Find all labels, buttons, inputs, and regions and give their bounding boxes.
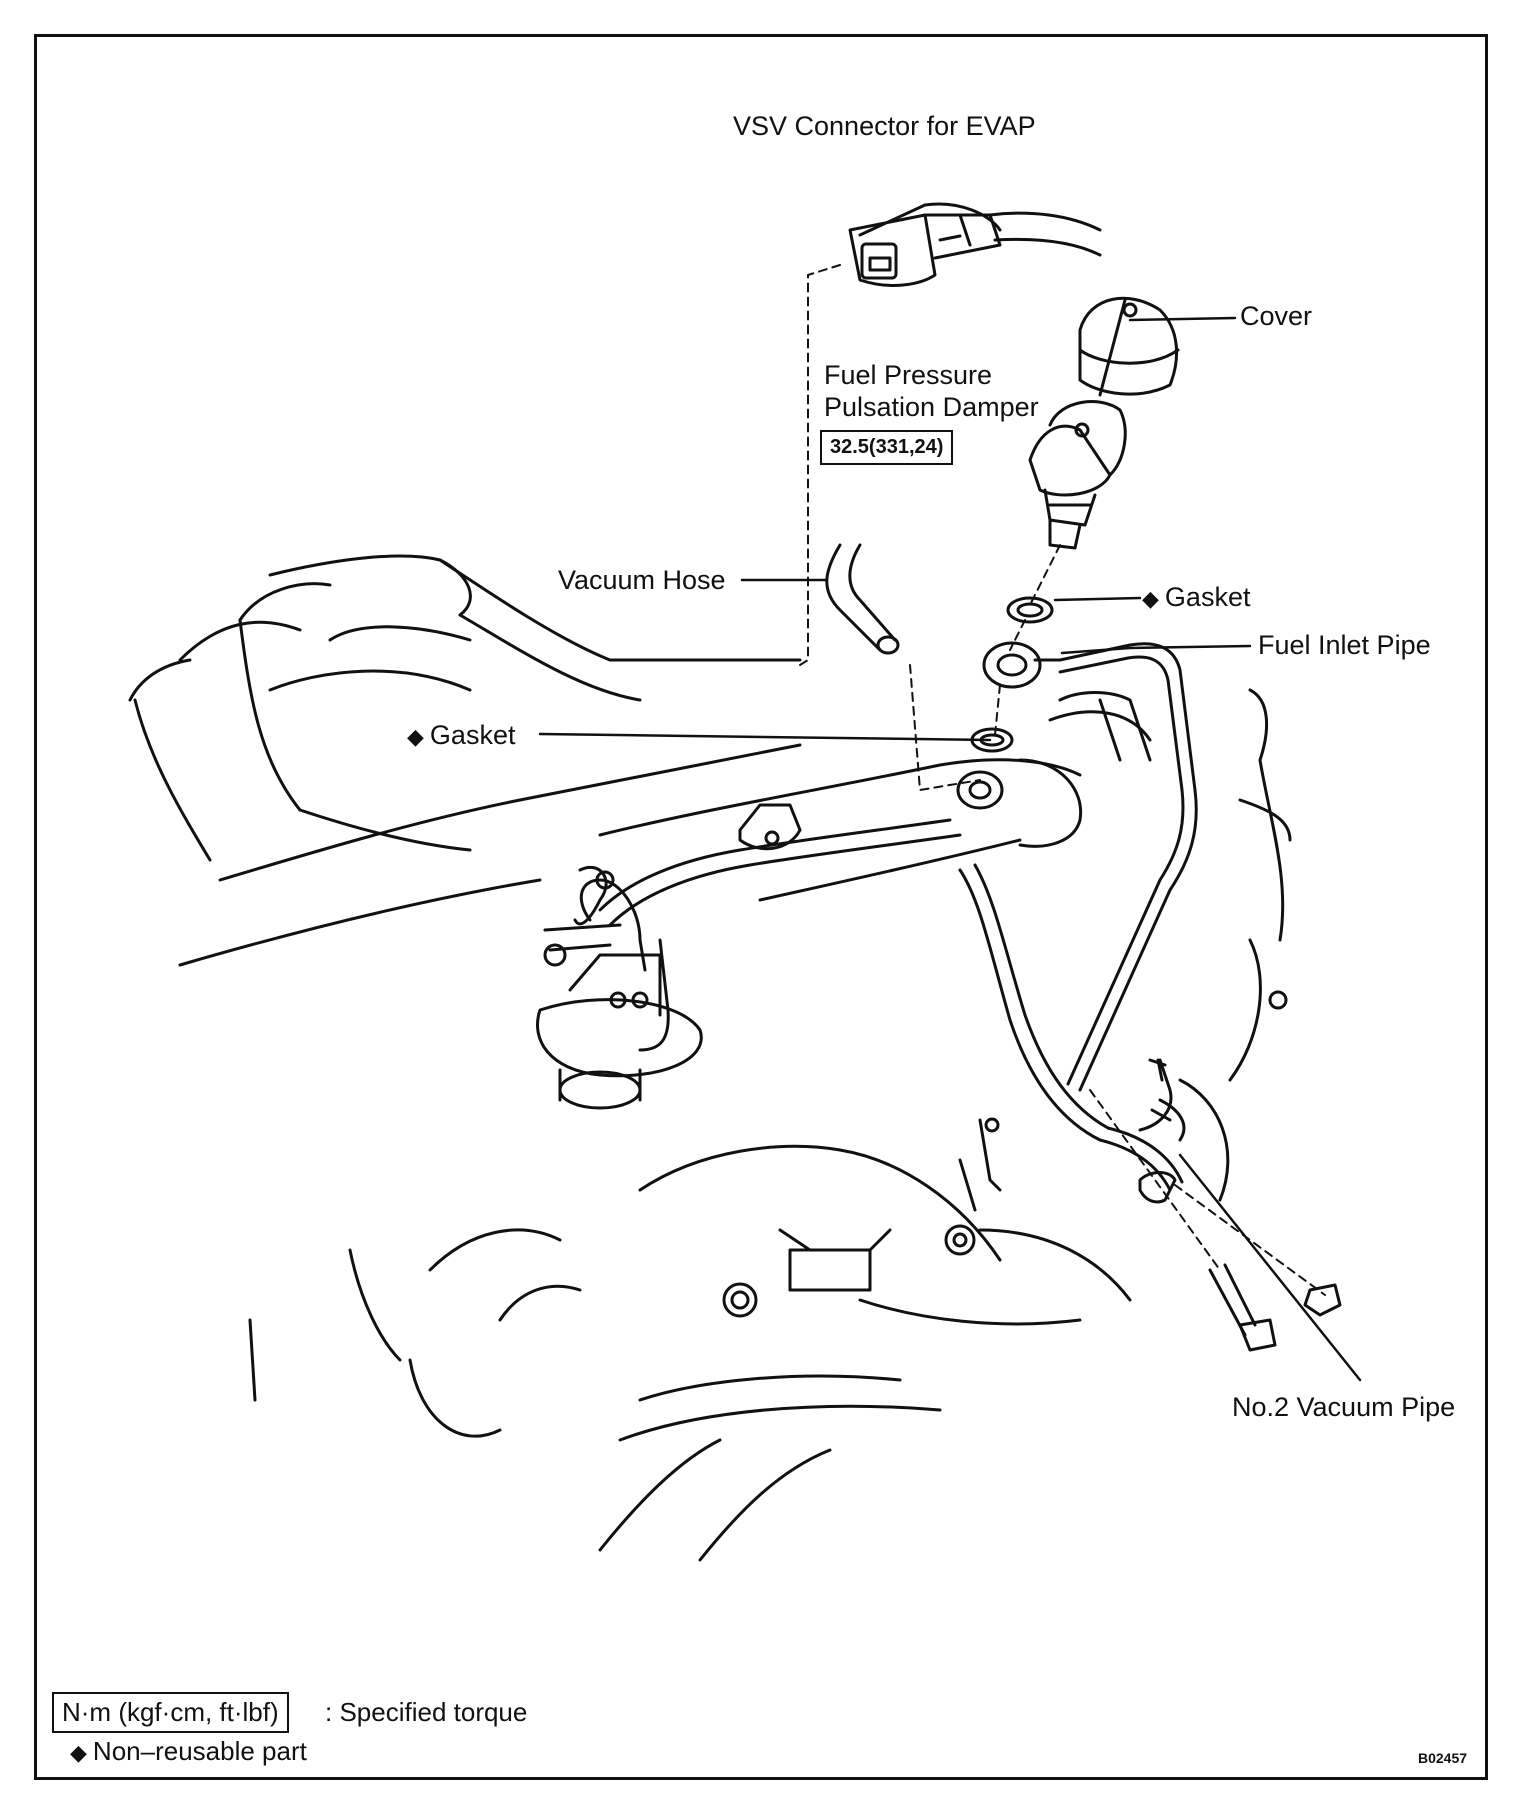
cover-art (1078, 296, 1180, 397)
vacuum-hose-label: Vacuum Hose (558, 565, 726, 595)
figure-frame (34, 34, 1488, 1780)
vsv-connector-label: VSV Connector for EVAP (733, 111, 1036, 141)
right-engine-edge (1178, 688, 1292, 1202)
gaskets-art (970, 596, 1062, 753)
vsv-connector-art (848, 202, 1102, 287)
fuel-inlet-pipe-line (1058, 642, 1198, 1092)
legend-torque-unit: N·m (kgf·cm, ft·lbf) (52, 1692, 289, 1733)
no2-vacuum-pipe-label: No.2 Vacuum Pipe (1232, 1392, 1456, 1422)
diamond-icon: ◆ (407, 724, 424, 749)
vacuum-hose-art (825, 543, 900, 655)
damper-torque-spec: 32.5(331,24) (820, 430, 954, 465)
fuel-delivery-pipe (598, 691, 1152, 902)
legend-nonreusable-text: Non–reusable part (92, 1736, 307, 1766)
gasket-upper-label: ◆Gasket (1142, 584, 1250, 611)
lower-engine-block (248, 1117, 1132, 1562)
damper-art (1028, 400, 1127, 550)
figure-code: B02457 (1418, 1750, 1468, 1766)
intake-manifold (128, 554, 802, 967)
legend-nonreusable: ◆Non–reusable part (70, 1738, 307, 1764)
diamond-icon: ◆ (70, 1740, 87, 1765)
gasket-lower-label: ◆Gasket (407, 722, 515, 749)
bolts-art (1138, 1171, 1342, 1352)
damper-label-line1: Fuel Pressure (824, 360, 993, 390)
vsv-actuator (536, 865, 703, 1110)
diamond-icon: ◆ (1142, 586, 1159, 611)
leader-lines (538, 316, 1362, 1382)
dashed-guide-lines (799, 264, 1326, 1296)
legend-torque-desc: : Specified torque (325, 1697, 528, 1727)
no2-vacuum-pipe-line (958, 863, 1186, 1192)
cover-label: Cover (1240, 301, 1313, 331)
fuel-inlet-pipe-label: Fuel Inlet Pipe (1258, 630, 1431, 660)
gasket-lower-text: Gasket (429, 720, 516, 750)
vacuum-lines (579, 803, 962, 1052)
gasket-upper-text: Gasket (1164, 582, 1251, 612)
damper-label-line2: Pulsation Damper (824, 392, 1039, 422)
